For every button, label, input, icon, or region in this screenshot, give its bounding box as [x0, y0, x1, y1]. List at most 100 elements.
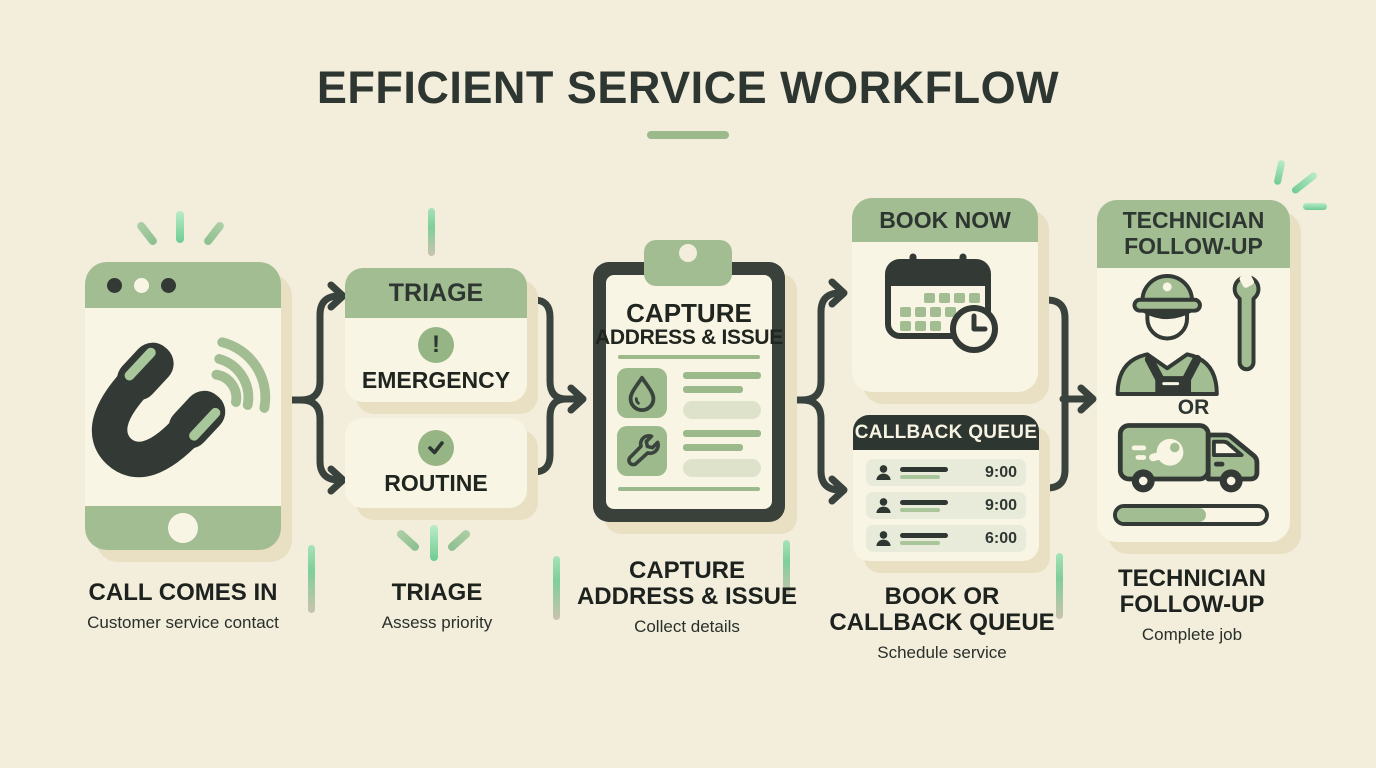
sparkle-ray-3 — [1303, 203, 1327, 210]
queue-time: 9:00 — [984, 463, 1017, 481]
or-label: OR — [1177, 396, 1210, 419]
connector-triage-bottom — [523, 395, 570, 476]
wrench-icon — [627, 434, 660, 467]
person-icon — [876, 531, 891, 547]
queue-time: 9:00 — [984, 496, 1017, 514]
queue-row: 9:00 — [866, 492, 1026, 519]
connector-triage-top — [523, 296, 570, 403]
separator-tick-4 — [1056, 553, 1063, 619]
caption-title-line2: ADDRESS & ISSUE — [576, 582, 798, 610]
progress-bar-fill — [1117, 508, 1206, 522]
phone-ray-middle — [176, 211, 184, 243]
caption-title-line2: CALLBACK QUEUE — [829, 608, 1055, 636]
van-wrench-logo — [1131, 438, 1184, 466]
home-button-icon — [168, 513, 198, 543]
phone-dot-2 — [134, 277, 149, 293]
caption-title: CAPTURE — [628, 557, 745, 584]
caption-book-or-callback: BOOK OR CALLBACK QUEUE Schedule service — [802, 584, 1082, 663]
routine-label: ROUTINE — [384, 469, 488, 496]
clipboard-title-line2: ADDRESS & ISSUE — [594, 326, 784, 349]
queue-row: 6:00 — [866, 525, 1026, 552]
caption-title: TRIAGE — [391, 579, 483, 606]
phone-handset-icon — [91, 337, 271, 478]
routine-ray-left — [395, 528, 421, 553]
caption-subtitle: Customer service contact — [87, 612, 279, 632]
separator-tick-3 — [783, 540, 790, 597]
clipboard-divider-bottom — [618, 487, 760, 491]
triage-emergency-option: ! EMERGENCY — [345, 318, 527, 402]
book-now-header: BOOK NOW — [852, 198, 1038, 242]
separator-tick-2 — [553, 556, 560, 620]
triage-card: TRIAGE ! EMERGENCY — [345, 268, 527, 402]
signal-waves-icon — [211, 337, 271, 413]
connector-clipboard-down — [798, 396, 844, 494]
caption-subtitle: Schedule service — [877, 642, 1007, 662]
arrow-to-triage — [327, 281, 347, 311]
issue-droplet-box — [617, 368, 667, 418]
clipboard-clip-hole — [679, 244, 697, 262]
clipboard-clip — [644, 240, 732, 286]
queue-row-lines — [900, 532, 977, 545]
title-underline — [647, 131, 729, 139]
exclamation-icon: ! — [418, 326, 454, 363]
form-field — [683, 401, 761, 419]
phone-ray-left — [135, 220, 159, 247]
book-now-body — [852, 242, 1038, 392]
sparkle-ray-1 — [1273, 159, 1286, 186]
caption-title-line2: FOLLOW-UP — [1119, 590, 1265, 618]
emergency-label: EMERGENCY — [361, 366, 511, 393]
technician-body: OR — [1097, 268, 1290, 542]
form-line — [683, 386, 743, 393]
connector-phone-down — [297, 396, 343, 484]
phone-screen — [85, 308, 281, 506]
triage-header: TRIAGE — [345, 268, 527, 318]
form-line — [683, 444, 743, 451]
caption-call-comes-in: CALL COMES IN Customer service contact — [43, 580, 323, 633]
triage-top-tick — [428, 208, 435, 256]
callback-queue-card: CALLBACK QUEUE 9:00 9:00 6:00 — [853, 415, 1039, 561]
connector-clipboard-up — [798, 289, 844, 404]
routine-card: ROUTINE — [345, 418, 527, 508]
phone-ray-right — [202, 220, 226, 247]
person-icon — [876, 498, 891, 514]
phone-card — [85, 262, 281, 550]
calendar-clock-icon — [885, 250, 998, 353]
caption-subtitle: Complete job — [1141, 624, 1243, 644]
arrow-to-book-now — [828, 278, 848, 308]
form-field — [683, 459, 761, 477]
queue-time: 6:00 — [984, 529, 1017, 547]
technician-header-line1: TECHNICIAN — [1122, 207, 1265, 234]
form-line — [683, 372, 761, 379]
sparkle-ray-2 — [1290, 171, 1319, 195]
caption-title: TECHNICIAN — [1118, 565, 1266, 592]
routine-ray-middle — [430, 525, 438, 561]
phone-status-bar — [85, 262, 281, 308]
technician-header-line2: FOLLOW-UP — [1124, 233, 1263, 259]
queue-row-lines — [900, 466, 977, 479]
connector-queue-bottom — [1037, 395, 1069, 492]
callback-queue-header: CALLBACK QUEUE — [853, 415, 1039, 450]
separator-tick-1 — [308, 545, 315, 613]
form-line — [683, 430, 761, 437]
routine-ray-right — [446, 528, 472, 553]
technician-avatar-icon — [1115, 272, 1261, 396]
phone-dot-1 — [107, 277, 122, 293]
queue-row-lines — [900, 499, 977, 512]
caption-subtitle: Assess priority — [381, 612, 493, 632]
service-van-icon — [1117, 423, 1260, 493]
clipboard-divider-top — [618, 355, 760, 359]
page-title: EFFICIENT SERVICE WORKFLOW — [316, 62, 1060, 113]
phone-home-bar — [85, 506, 281, 550]
issue-wrench-box — [617, 426, 667, 476]
phone-dot-3 — [161, 277, 176, 293]
book-now-card: BOOK NOW — [852, 198, 1038, 392]
caption-title: CALL COMES IN — [88, 579, 278, 606]
queue-row: 9:00 — [866, 459, 1026, 486]
arrow-to-technician — [1077, 384, 1097, 414]
arrow-to-routine — [327, 465, 347, 495]
arrow-to-callback-queue — [828, 475, 848, 505]
technician-card: TECHNICIAN FOLLOW-UP OR — [1097, 200, 1290, 542]
caption-triage: TRIAGE Assess priority — [297, 580, 577, 633]
technician-header: TECHNICIAN FOLLOW-UP — [1097, 200, 1290, 268]
technician-figure — [1115, 274, 1219, 396]
